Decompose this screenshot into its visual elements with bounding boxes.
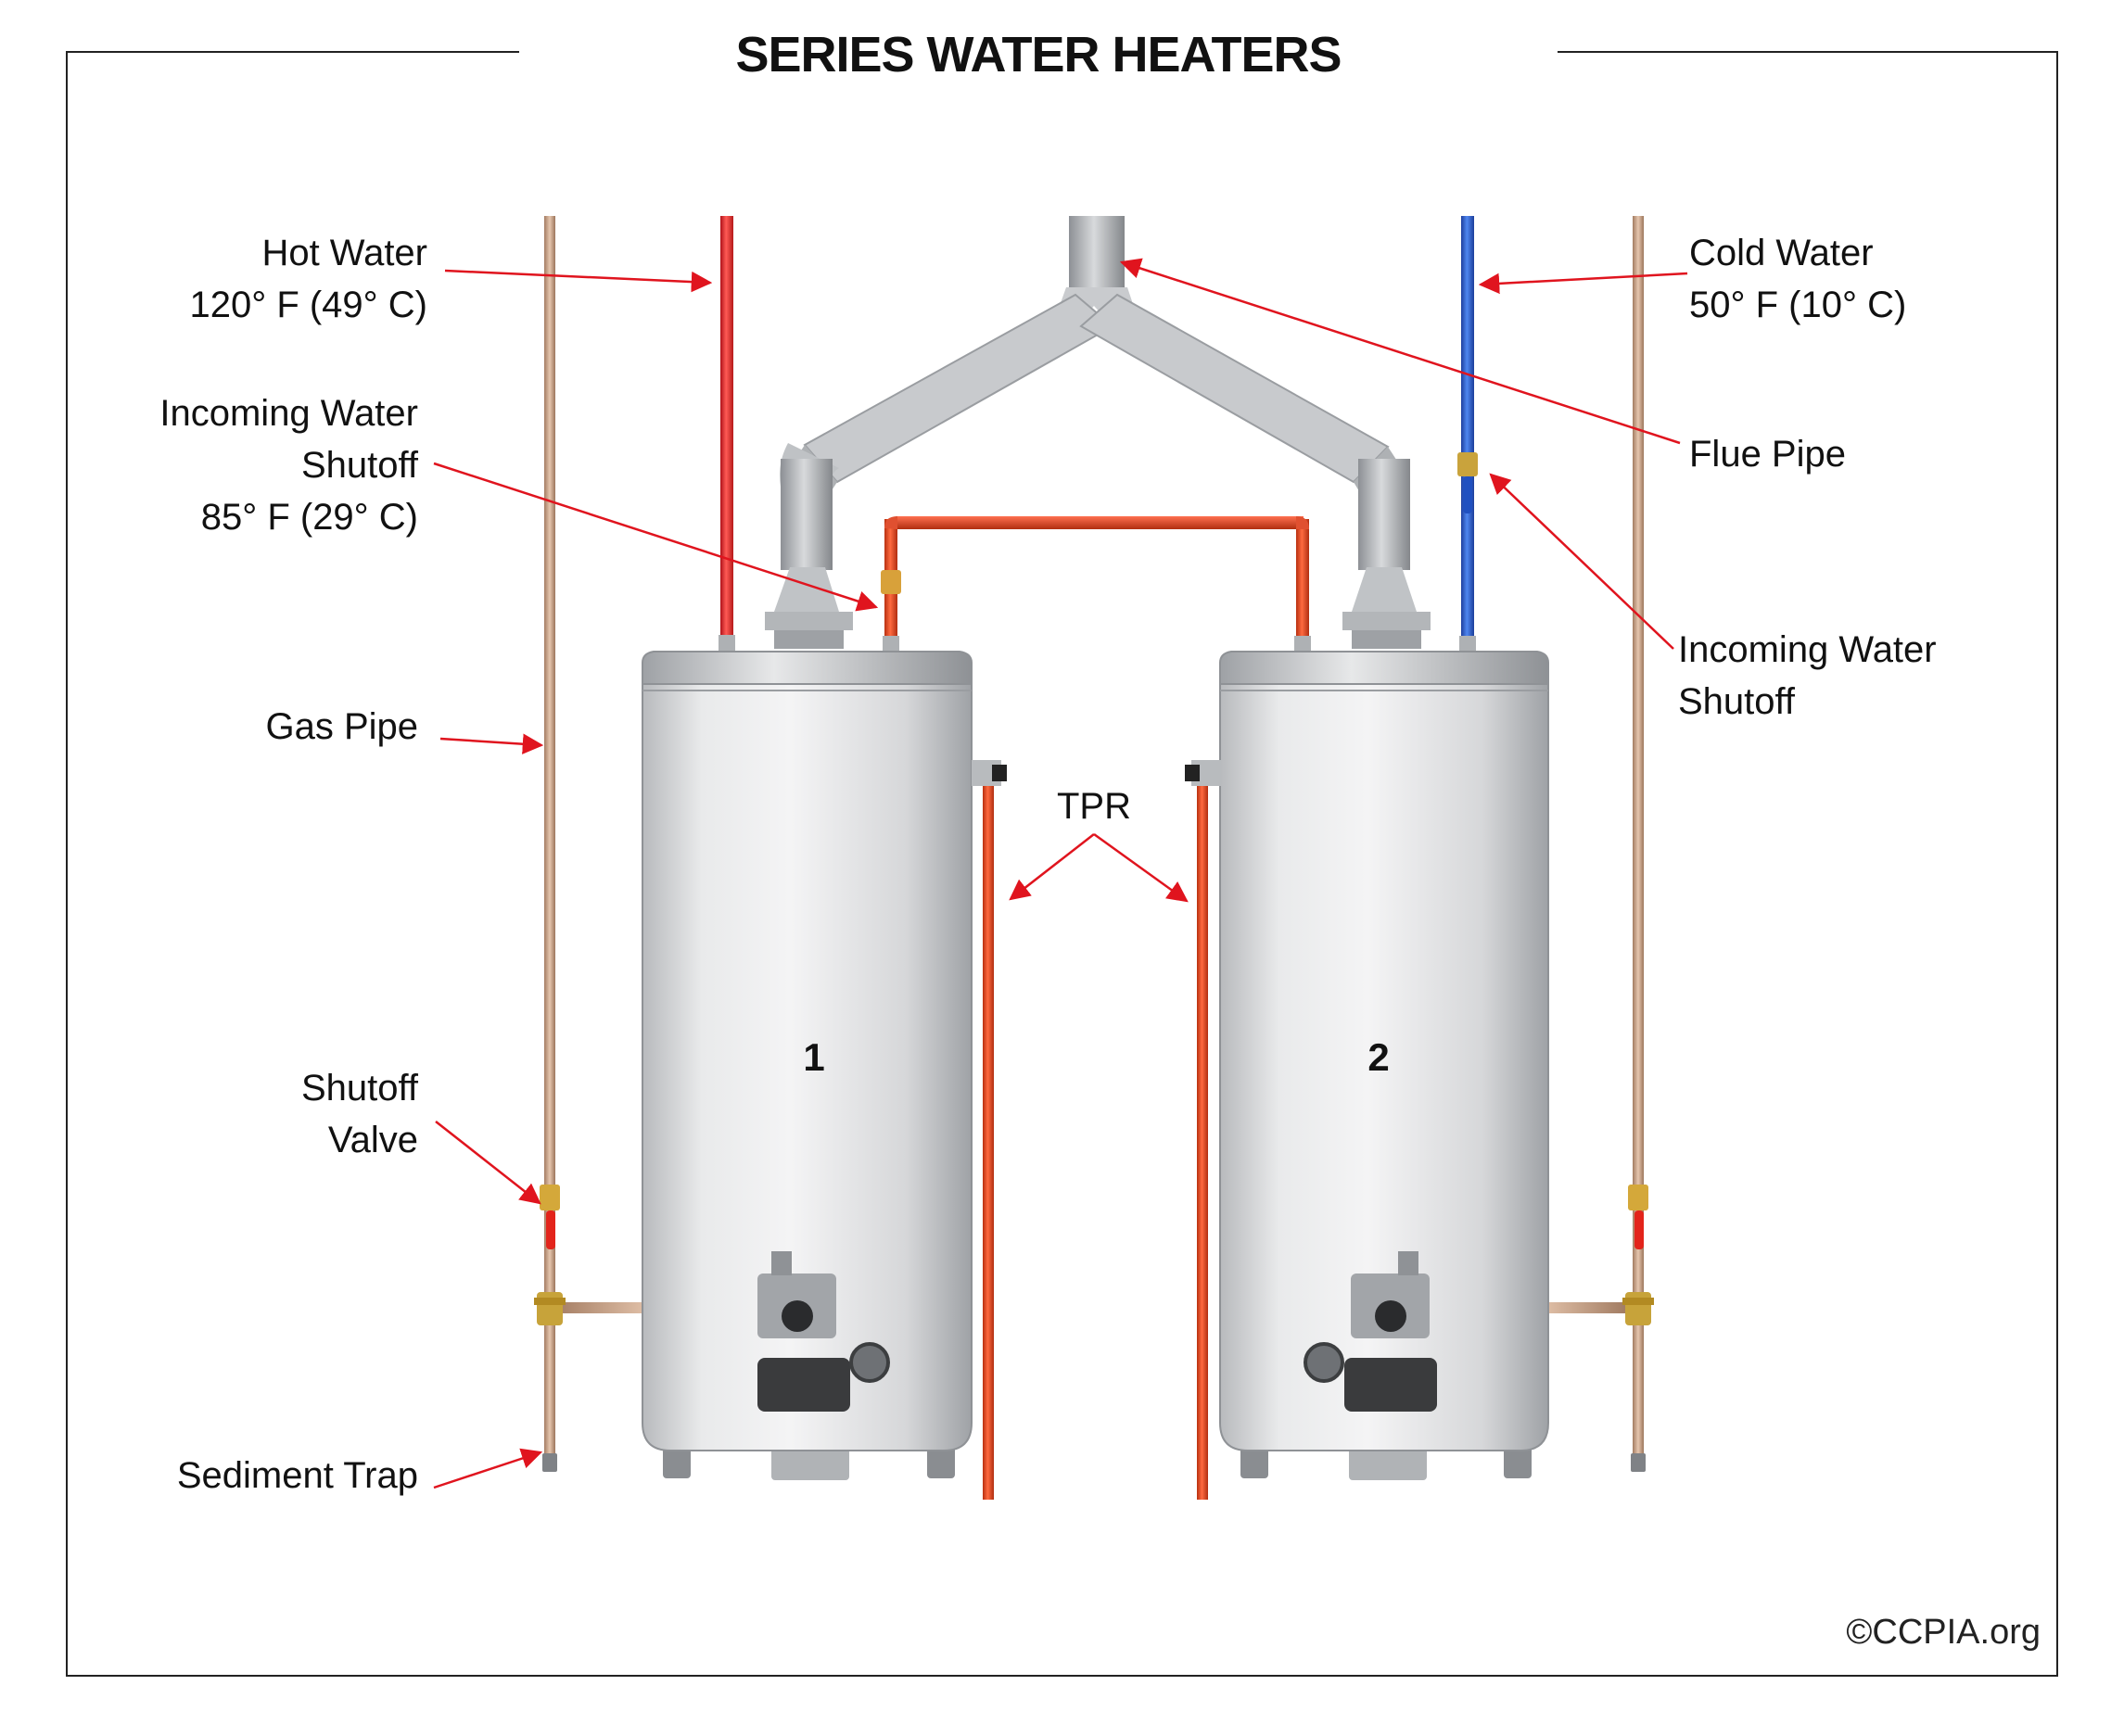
leader-incoming-shutoff-left [433, 462, 879, 612]
leader-gas-pipe [439, 733, 544, 754]
label-incoming-water-shutoff-right: Incoming Water Shutoff [1678, 629, 1937, 722]
cold-water-pipe [1457, 216, 1478, 654]
label-cold-water: Cold Water 50° F (10° C) [1689, 233, 1907, 325]
label-gas-pipe: Gas Pipe [265, 706, 418, 747]
leader-incoming-shutoff-right [1489, 473, 1674, 650]
water-heater-1 [642, 651, 1007, 1500]
leader-sediment-trap [433, 1448, 543, 1489]
leader-hot-water [444, 269, 713, 293]
leader-shutoff-valve [435, 1121, 541, 1205]
copyright: ©CCPIA.org [1846, 1613, 2041, 1652]
page-title: SERIES WATER HEATERS [519, 26, 1558, 83]
label-tpr: TPR [1057, 786, 1131, 827]
leader-flue-pipe [1119, 258, 1681, 445]
leader-lines [433, 258, 1688, 1489]
label-hot-water: Hot Water 120° F (49° C) [189, 233, 427, 325]
shutoff-valve-left [540, 1185, 560, 1249]
heater-number-2: 2 [1367, 1035, 1389, 1079]
leader-tpr-right [1093, 832, 1189, 903]
leader-tpr-left [1009, 833, 1095, 901]
label-flue-pipe: Flue Pipe [1689, 434, 1846, 475]
label-sediment-trap: Sediment Trap [176, 1455, 418, 1496]
gas-pipe-right [1439, 216, 1654, 1472]
label-shutoff-valve: Shutoff Valve [300, 1068, 418, 1160]
flue-pipe [765, 216, 1431, 649]
water-heater-2 [1185, 651, 1549, 1500]
frame-border [66, 51, 2058, 1677]
leader-cold-water [1478, 272, 1688, 295]
hot-water-pipe [719, 216, 735, 653]
label-incoming-water-shutoff-left: Incoming Water Shutoff 85° F (29° C) [159, 393, 418, 538]
heater-number-1: 1 [803, 1035, 824, 1079]
connector-pipe [881, 516, 1311, 654]
